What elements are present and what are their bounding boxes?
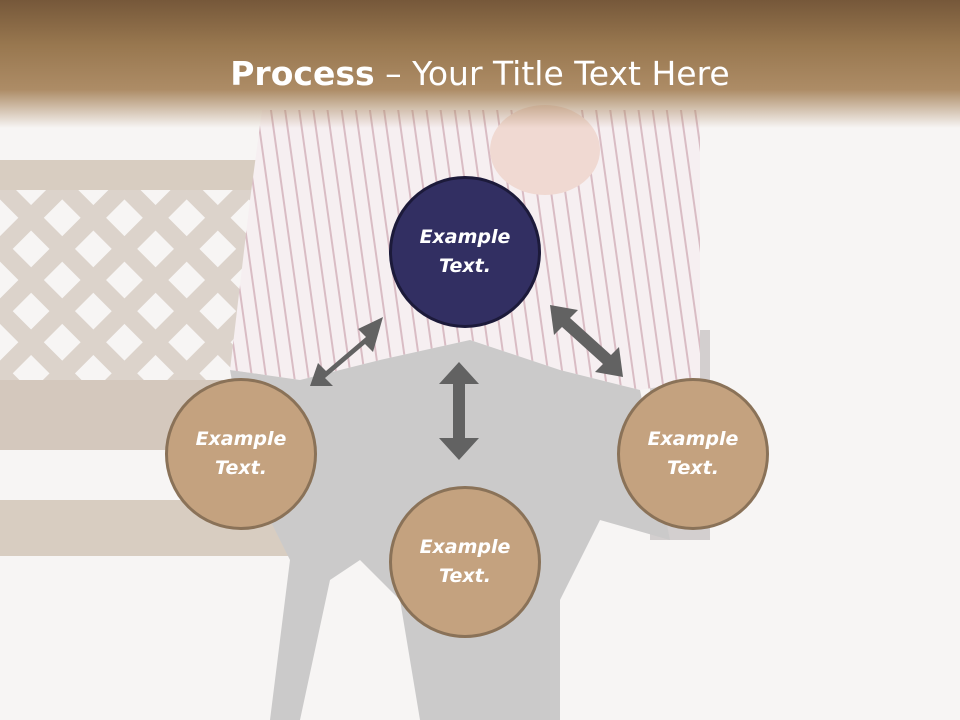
node-label: Example Text. (419, 226, 511, 277)
arrow-top-left (310, 317, 383, 386)
node-label: Example Text. (419, 536, 511, 587)
arrow-top-right (550, 305, 623, 377)
arrow-vertical (439, 362, 479, 460)
diagram-node-bottom: Example Text. (389, 486, 541, 638)
title-rest: – Your Title Text Here (374, 54, 730, 93)
diagram-node-left: Example Text. (165, 378, 317, 530)
diagram-node-top: Example Text. (389, 176, 541, 328)
title-bar (0, 0, 960, 128)
diagram-node-right: Example Text. (617, 378, 769, 530)
node-label: Example Text. (647, 428, 739, 479)
node-label: Example Text. (195, 428, 287, 479)
title-bold: Process (230, 54, 375, 93)
slide-title: Process – Your Title Text Here (0, 52, 960, 96)
